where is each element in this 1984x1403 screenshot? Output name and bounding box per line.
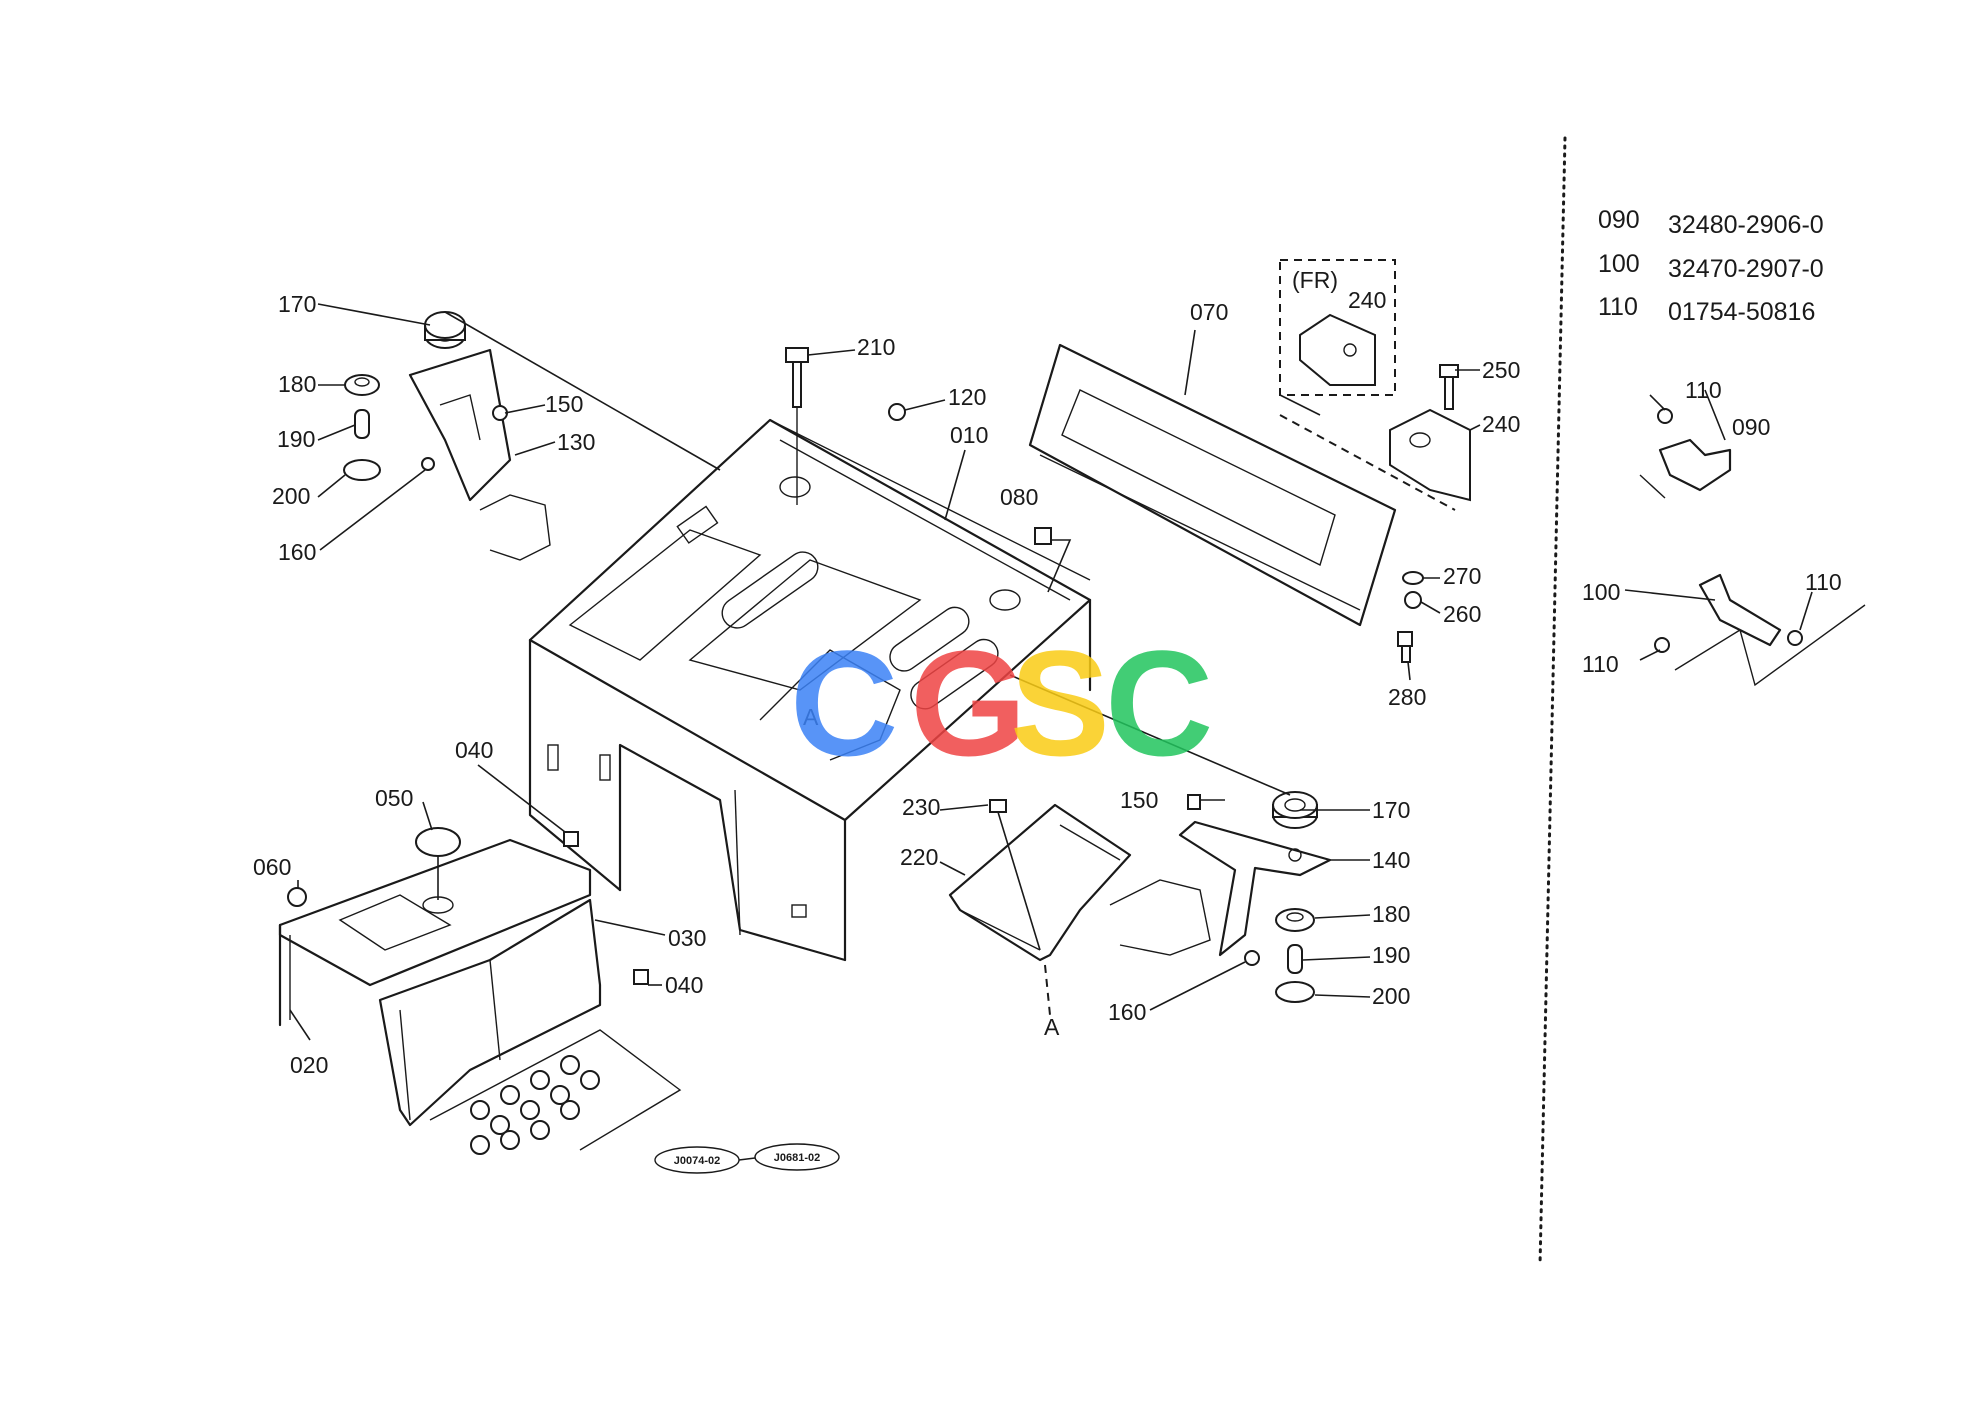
washer-270 bbox=[1402, 571, 1424, 585]
table-part-no: 32480-2906-0 bbox=[1668, 211, 1824, 239]
left-mount-assembly bbox=[343, 311, 721, 561]
label-010: 010 bbox=[950, 422, 988, 448]
ref-code-oval bbox=[754, 1143, 840, 1171]
label-180: 180 bbox=[278, 371, 316, 397]
label-180-right: 180 bbox=[1372, 901, 1410, 927]
label-200-right: 200 bbox=[1372, 983, 1410, 1009]
label-070: 070 bbox=[1190, 299, 1228, 325]
reference-codes: J0074-02 J0681-02 bbox=[654, 1143, 840, 1174]
label-170: 170 bbox=[278, 291, 316, 317]
label-130: 130 bbox=[557, 429, 595, 455]
label-200: 200 bbox=[272, 483, 310, 509]
label-270: 270 bbox=[1443, 563, 1481, 589]
nut-120 bbox=[888, 403, 906, 421]
label-160: 160 bbox=[278, 539, 316, 565]
ref-code: J0074-02 bbox=[674, 1155, 721, 1167]
cap-050 bbox=[415, 827, 461, 914]
bracket-090 bbox=[1639, 408, 1732, 499]
label-050: 050 bbox=[375, 785, 413, 811]
label-080: 080 bbox=[1000, 484, 1038, 510]
label-190-right: 190 bbox=[1372, 942, 1410, 968]
grate bbox=[429, 1029, 682, 1155]
label-110-left: 110 bbox=[1582, 651, 1619, 677]
cover-220 bbox=[948, 799, 1132, 1016]
label-240-detail: 240 bbox=[1348, 287, 1386, 313]
main-frame-010 bbox=[528, 418, 1092, 962]
panel-020 bbox=[278, 838, 592, 1027]
label-fr: (FR) bbox=[1292, 267, 1338, 293]
label-260: 260 bbox=[1443, 601, 1481, 627]
bolt-080 bbox=[1034, 527, 1072, 593]
label-280: 280 bbox=[1388, 684, 1426, 710]
table-ref: 090 bbox=[1598, 206, 1640, 234]
watermark-letter: S bbox=[1010, 619, 1110, 787]
bolts-040 bbox=[563, 831, 649, 985]
label-240: 240 bbox=[1482, 411, 1520, 437]
label-150: 150 bbox=[545, 391, 583, 417]
label-230: 230 bbox=[902, 794, 940, 820]
watermark-logo: C G S C bbox=[790, 619, 1213, 787]
label-100: 100 bbox=[1582, 579, 1620, 605]
watermark-letter: C bbox=[1105, 619, 1213, 787]
bracket-240 bbox=[1279, 394, 1471, 511]
label-160-right: 160 bbox=[1108, 999, 1146, 1025]
bracket-100 bbox=[1654, 573, 1866, 687]
label-060: 060 bbox=[253, 854, 291, 880]
label-030: 030 bbox=[668, 925, 706, 951]
bolt-210 bbox=[785, 347, 809, 505]
table-ref: 110 bbox=[1598, 293, 1638, 321]
bolt-150-left bbox=[492, 405, 508, 421]
label-170-right: 170 bbox=[1372, 797, 1410, 823]
label-110-top: 110 bbox=[1685, 377, 1722, 403]
watermark-letter: G bbox=[910, 619, 1027, 787]
part-labels: 170 180 190 200 160 150 130 210 120 010 … bbox=[253, 267, 1842, 1078]
label-view-a-top: A bbox=[803, 704, 819, 730]
bolt-280 bbox=[1397, 631, 1413, 663]
panel-030 bbox=[378, 898, 602, 1127]
detail-divider bbox=[1538, 136, 1567, 1267]
label-190: 190 bbox=[277, 426, 315, 452]
label-090: 090 bbox=[1732, 414, 1770, 440]
label-150-right: 150 bbox=[1120, 787, 1158, 813]
nut-260 bbox=[1404, 591, 1422, 609]
label-250: 250 bbox=[1482, 357, 1520, 383]
cross-panel-070 bbox=[1028, 343, 1397, 627]
label-210: 210 bbox=[857, 334, 895, 360]
leader-lines bbox=[289, 303, 1813, 1041]
label-140: 140 bbox=[1372, 847, 1410, 873]
label-120: 120 bbox=[948, 384, 986, 410]
label-220: 220 bbox=[900, 844, 938, 870]
nut-060 bbox=[287, 887, 307, 907]
fr-detail-box bbox=[1279, 259, 1396, 396]
label-040-bottom: 040 bbox=[665, 972, 703, 998]
label-110-right: 110 bbox=[1805, 569, 1842, 595]
ref-code: J0681-02 bbox=[774, 1152, 821, 1164]
table-part-no: 01754-50816 bbox=[1668, 298, 1815, 326]
bolt-250 bbox=[1439, 364, 1459, 410]
label-040-top: 040 bbox=[455, 737, 493, 763]
label-020: 020 bbox=[290, 1052, 328, 1078]
label-view-a-bottom: A bbox=[1044, 1014, 1060, 1040]
parts-table: 090 32480-2906-0 100 32470-2907-0 110 01… bbox=[1598, 206, 1824, 326]
right-mount-assembly bbox=[1009, 674, 1332, 1003]
table-part-no: 32470-2907-0 bbox=[1668, 255, 1824, 283]
watermark-letter: C bbox=[790, 619, 898, 787]
table-ref: 100 bbox=[1598, 250, 1640, 278]
